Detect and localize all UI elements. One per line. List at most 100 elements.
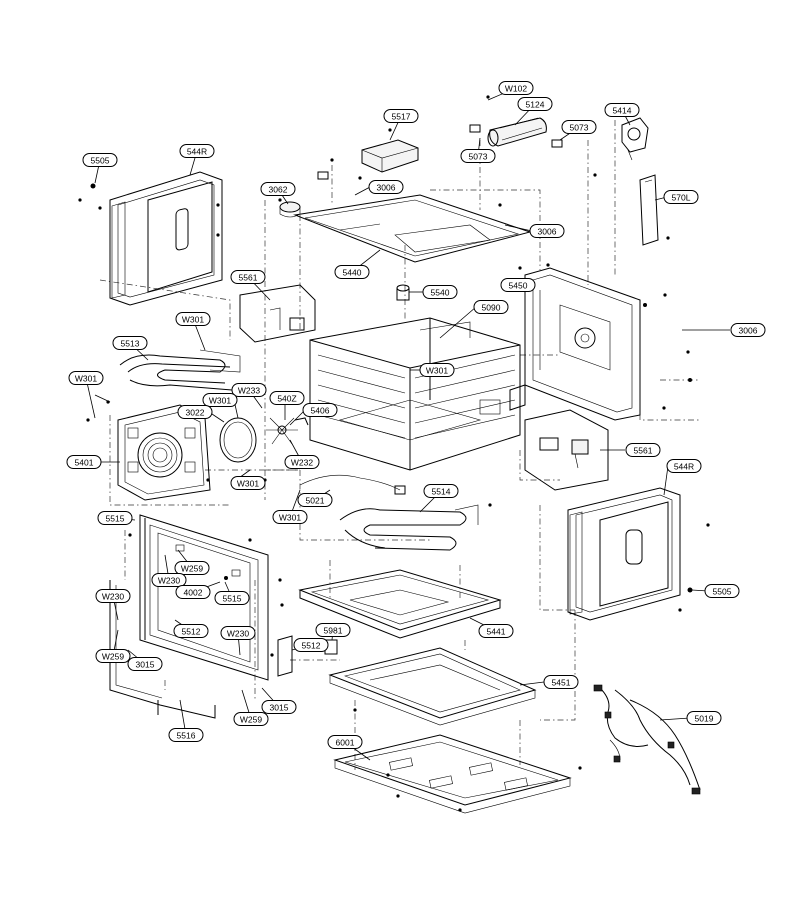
callout-oval	[95, 649, 131, 663]
callout-5505a: 5505	[82, 153, 118, 167]
part-5406	[266, 417, 309, 445]
callout-text: 5440	[343, 268, 362, 278]
callout-544Rb: 544R	[666, 459, 702, 473]
callout-5515b: 5515	[214, 591, 250, 605]
callout-text: W301	[279, 513, 301, 523]
callout-oval	[230, 476, 266, 490]
callout-3006b: 3006	[529, 224, 565, 238]
callout-oval	[297, 493, 333, 507]
callout-oval	[686, 711, 722, 725]
callout-oval	[666, 459, 702, 473]
part-5517	[361, 139, 419, 173]
callout-text: 5512	[182, 627, 201, 637]
callout-text: 5513	[121, 339, 140, 349]
callout-text: 3006	[538, 227, 557, 237]
callout-5440: 5440	[334, 265, 370, 279]
callout-text: 5981	[324, 626, 343, 636]
callout-5021: 5021	[297, 493, 333, 507]
part-5124	[487, 117, 547, 147]
callout-oval	[334, 265, 370, 279]
callout-text: 5441	[487, 627, 506, 637]
callout-W233: W233	[231, 383, 267, 397]
part-5514	[339, 504, 479, 551]
callout-oval	[704, 584, 740, 598]
callout-text: 540Z	[277, 394, 296, 404]
callout-5406: 5406	[302, 403, 338, 417]
callout-text: 5512	[302, 641, 321, 651]
part-5561-upper	[239, 284, 316, 343]
callout-text: W301	[209, 396, 231, 406]
leader-lines	[85, 87, 730, 761]
callout-5073b: 5073	[460, 149, 496, 163]
callout-text: 5505	[91, 156, 110, 166]
callout-text: 3015	[136, 660, 155, 670]
callout-text: 5401	[75, 458, 94, 468]
callout-text: W259	[181, 564, 203, 574]
part-3022	[219, 417, 257, 463]
part-5512-bracket	[277, 635, 293, 677]
callout-oval	[151, 573, 187, 587]
callout-text: W230	[102, 592, 124, 602]
callout-text: 6001	[336, 738, 355, 748]
callout-oval	[284, 455, 320, 469]
callout-5401: 5401	[66, 455, 102, 469]
callout-text: 5561	[239, 273, 258, 283]
callout-5441: 5441	[478, 624, 514, 638]
callout-oval	[230, 270, 266, 284]
callout-text: 3022	[186, 408, 205, 418]
callout-text: W259	[102, 652, 124, 662]
callout-W102: W102	[498, 81, 534, 95]
callout-text: 5021	[306, 496, 325, 506]
door-frame	[139, 514, 269, 681]
callout-5019: 5019	[686, 711, 722, 725]
callout-544Ra: 544R	[179, 144, 215, 158]
callout-oval	[168, 728, 204, 742]
callout-oval	[302, 403, 338, 417]
callout-5505b: 5505	[704, 584, 740, 598]
callout-text: 5451	[552, 678, 571, 688]
callout-W301e: W301	[230, 476, 266, 490]
callout-W301b: W301	[175, 312, 211, 326]
callout-oval	[68, 371, 104, 385]
callout-5514: 5514	[423, 484, 459, 498]
alignment-lines	[99, 120, 700, 770]
callout-oval	[517, 97, 553, 111]
callout-W259c: W259	[233, 712, 269, 726]
part-5451	[328, 647, 537, 726]
callout-5512a: 5512	[173, 624, 209, 638]
screws	[78, 95, 710, 812]
callout-text: 4002	[184, 588, 203, 598]
callout-labels: W102 5124 5414 5517 5073 5073 5505 544R 3062 3006…	[66, 81, 766, 749]
callout-text: 5414	[613, 106, 632, 116]
callout-text: 5514	[432, 487, 451, 497]
callout-oval	[175, 585, 211, 599]
callout-text: 3062	[269, 185, 288, 195]
callout-oval	[179, 144, 215, 158]
callout-5516: 5516	[168, 728, 204, 742]
part-5401	[117, 404, 211, 501]
callout-oval	[663, 190, 699, 204]
callout-W259a: W259	[174, 561, 210, 575]
callout-5981: 5981	[315, 623, 351, 637]
callout-text: W232	[291, 458, 313, 468]
callout-text: 5019	[695, 714, 714, 724]
callout-text: W230	[158, 576, 180, 586]
callout-oval	[202, 393, 238, 407]
callout-text: W259	[240, 715, 262, 725]
side-panel-right-lower	[567, 487, 681, 621]
part-5540	[396, 284, 410, 301]
callout-5450: 5450	[500, 278, 536, 292]
callout-5124: 5124	[517, 97, 553, 111]
callout-oval	[233, 712, 269, 726]
callout-text: 570L	[672, 193, 691, 203]
callout-oval	[220, 626, 256, 640]
callout-text: W301	[75, 374, 97, 384]
callout-oval	[383, 109, 419, 123]
callout-oval	[260, 182, 296, 196]
callout-5517: 5517	[383, 109, 419, 123]
callout-text: 5073	[469, 152, 488, 162]
callout-5561a: 5561	[230, 270, 266, 284]
callout-text: 5073	[570, 123, 589, 133]
oven-cavity	[309, 317, 526, 471]
callout-oval	[95, 589, 131, 603]
